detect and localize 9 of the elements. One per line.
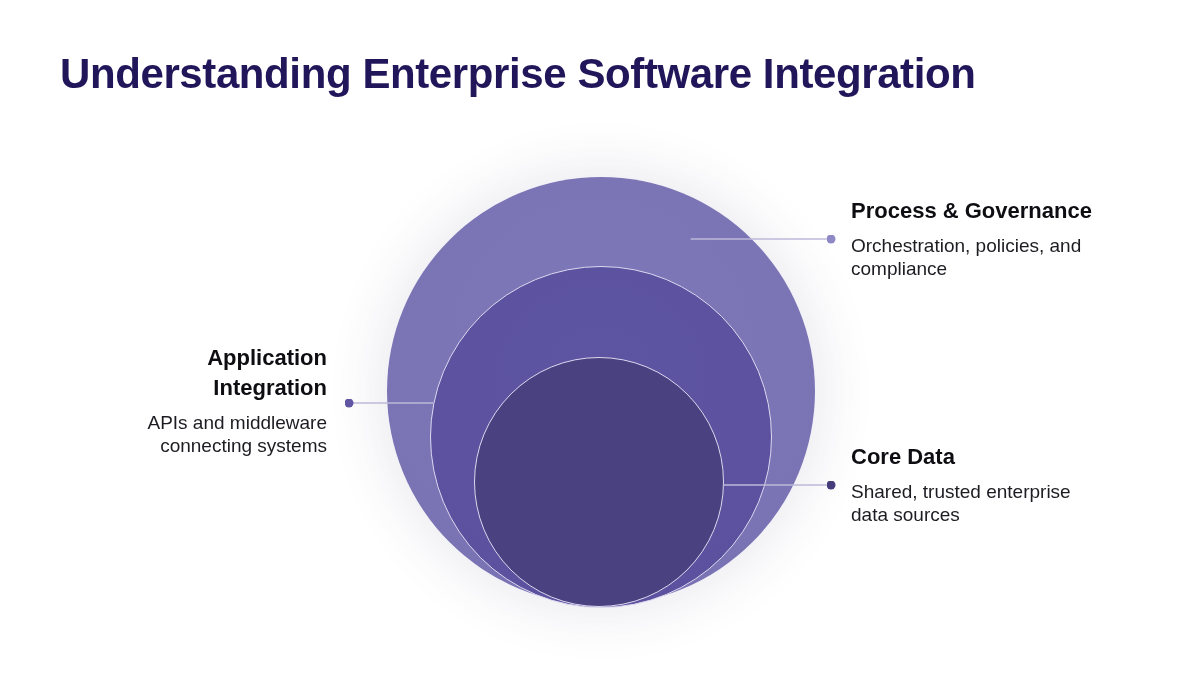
title: Understanding Enterprise Software Integration <box>60 49 976 99</box>
leader-line <box>722 480 836 490</box>
layer-description: APIs and middleware connecting systems <box>146 411 327 457</box>
layer-heading: Core Data <box>851 443 956 471</box>
layer-heading: Process & Governance <box>851 197 1093 225</box>
leader-line <box>344 398 435 408</box>
layer-heading: Application Integration <box>206 344 327 402</box>
layer-description: Orchestration, policies, and compliance <box>851 234 1083 280</box>
layer-description: Shared, trusted enterprise data sources <box>851 480 1072 526</box>
